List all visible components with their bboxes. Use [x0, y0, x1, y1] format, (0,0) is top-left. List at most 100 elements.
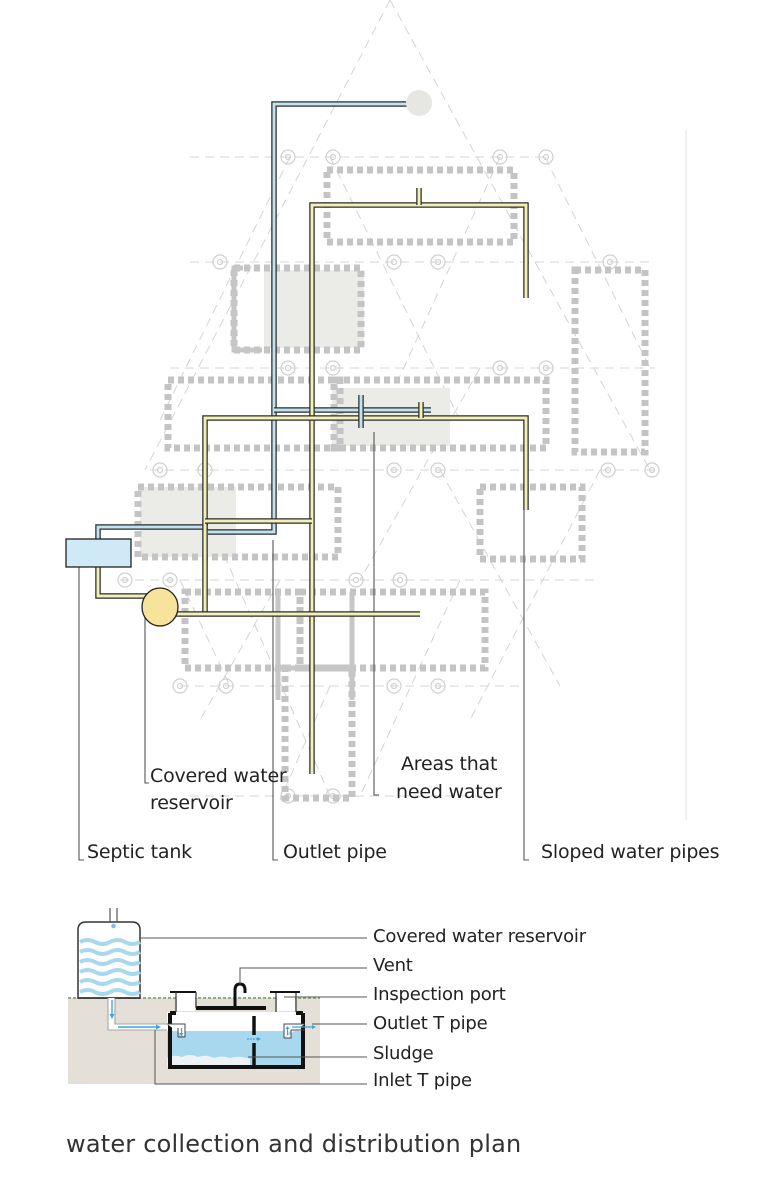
grid-node: [212, 254, 228, 270]
grid-node: [386, 254, 402, 270]
building-outline: [571, 266, 649, 456]
grid-node-center: [222, 682, 230, 690]
grid-node: [430, 678, 446, 694]
grid-node-center: [390, 466, 398, 474]
covered-water-reservoir: [141, 587, 179, 627]
label-covered-water-reservoir-2: reservoir: [150, 792, 233, 814]
grid-node-center: [284, 153, 292, 161]
sludge-layer: [167, 1055, 250, 1067]
water-wave: [79, 978, 141, 986]
grid-node: [644, 462, 660, 478]
grid-node-center: [496, 364, 504, 372]
grid-node-center: [396, 576, 404, 584]
grid-node-center: [352, 576, 360, 584]
grid-node: [492, 360, 508, 376]
grid-node-center: [496, 153, 504, 161]
water-wave: [79, 938, 141, 946]
leader-lines: [78, 432, 529, 861]
grid-node-center: [648, 466, 656, 474]
inspection-port-left: [175, 998, 197, 1012]
section-label-inlet-t-pipe: Inlet T pipe: [373, 1070, 472, 1091]
grid-node: [538, 149, 554, 165]
building-outline: [164, 376, 344, 452]
building-outline: [281, 664, 356, 802]
septic-tank-walls: [168, 1013, 305, 1069]
grid-node: [172, 678, 188, 694]
grid-node: [348, 572, 364, 588]
grid-node: [386, 462, 402, 478]
grid-node: [152, 462, 168, 478]
label-septic-tank: Septic tank: [87, 841, 192, 863]
grid-node-center: [542, 364, 550, 372]
grid-node: [430, 462, 446, 478]
grid-node: [117, 572, 133, 588]
grid-node: [430, 254, 446, 270]
grid-node-center: [434, 682, 442, 690]
shaded-areas: [140, 270, 450, 557]
section-label-vent: Vent: [373, 955, 413, 976]
grid-node: [600, 462, 616, 478]
grid-node: [325, 360, 341, 376]
grid-node: [218, 678, 234, 694]
grid-nodes: [117, 149, 660, 804]
grid-node: [392, 572, 408, 588]
water-wave: [79, 988, 141, 996]
grid-node-center: [284, 364, 292, 372]
grid-node-center: [329, 364, 337, 372]
inspection-port-right: [275, 992, 297, 1012]
grid-node: [280, 360, 296, 376]
building-outline: [230, 264, 365, 354]
grid-node: [325, 149, 341, 165]
reservoir-water-waves: [79, 938, 141, 996]
label-sloped-water-pipes: Sloped water pipes: [541, 841, 720, 863]
section-label-sludge: Sludge: [373, 1043, 434, 1064]
clean-water-pipe-main: [208, 102, 418, 534]
grid-node-center: [176, 682, 184, 690]
building-outline: [134, 483, 342, 561]
water-wave: [79, 968, 141, 976]
section-label-covered-water-reservoir: Covered water reservoir: [373, 926, 586, 947]
septic-section-diagram: [68, 908, 367, 1085]
sloped-pipe-tank-to-reservoir: [96, 567, 152, 598]
sloped-pipe-tank-to-reservoir-outline: [95, 567, 152, 599]
grid-node: [280, 149, 296, 165]
pipe-network: [95, 101, 529, 774]
grid-node: [492, 149, 508, 165]
water-wave: [79, 958, 141, 966]
grid-node: [386, 678, 402, 694]
grid-node: [538, 360, 554, 376]
grid-node-center: [329, 153, 337, 161]
building-outline: [330, 376, 550, 452]
building-outline: [296, 588, 489, 672]
diagram-caption: water collection and distribution plan: [66, 1130, 522, 1158]
grid-node-center: [604, 466, 612, 474]
grid-node-center: [166, 576, 174, 584]
label-areas-that-need-water-1: Areas that: [401, 753, 498, 775]
grid-node: [162, 572, 178, 588]
grid-node-center: [390, 682, 398, 690]
label-areas-that-need-water-2: need water: [396, 781, 502, 803]
water-source-spot: [406, 90, 432, 116]
septic-tank: [65, 538, 132, 568]
grid-node-center: [390, 258, 398, 266]
grid-node-center: [434, 258, 442, 266]
grid-node-center: [542, 153, 550, 161]
building-walls: [134, 166, 649, 802]
section-leader-lines: [141, 937, 367, 1085]
water-wave: [79, 948, 141, 956]
grid-node-center: [606, 258, 614, 266]
label-outlet-pipe: Outlet pipe: [283, 841, 387, 863]
label-covered-water-reservoir-1: Covered water: [150, 765, 287, 787]
section-label-outlet-t-pipe: Outlet T pipe: [373, 1013, 488, 1034]
sloped-pipe-middle-loop: [203, 416, 528, 615]
solid-walls: [231, 265, 355, 700]
grid-node-center: [156, 466, 164, 474]
grid-node-center: [121, 576, 129, 584]
building-outline: [476, 483, 586, 563]
grid-node-center: [216, 258, 224, 266]
grid-node-center: [434, 466, 442, 474]
inlet-t-pipe: [167, 1023, 186, 1038]
clean-water-pipe-to-tank: [96, 525, 208, 539]
section-label-inspection-port: Inspection port: [373, 984, 506, 1005]
